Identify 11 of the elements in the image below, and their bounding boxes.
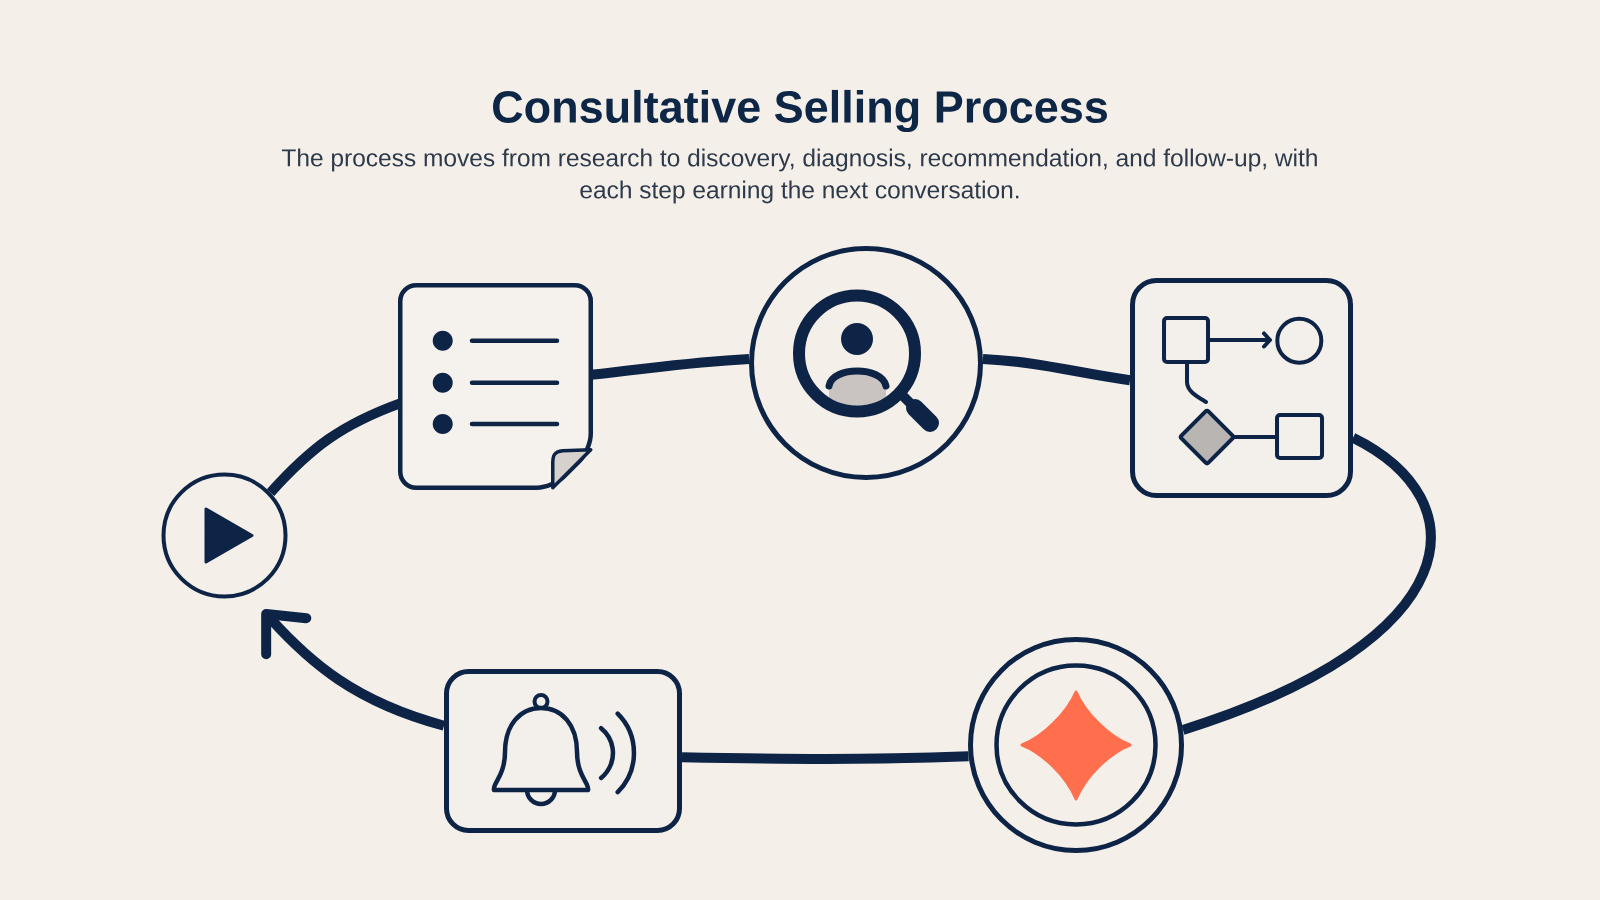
connector-line [1181,433,1436,735]
arrow [261,609,446,731]
document-box [398,283,593,490]
connector-line [590,353,750,380]
step-box [1130,278,1353,498]
connector-line [982,353,1131,386]
step-circle [749,246,983,480]
connector-line [681,751,969,764]
title: Consultative Selling Process [493,89,1107,133]
subtitle: The process moves from research to discovery, diagnosis, recommendation, and follow-up, with each step earning the next conversation. [281,148,1317,204]
step-box [444,669,682,833]
